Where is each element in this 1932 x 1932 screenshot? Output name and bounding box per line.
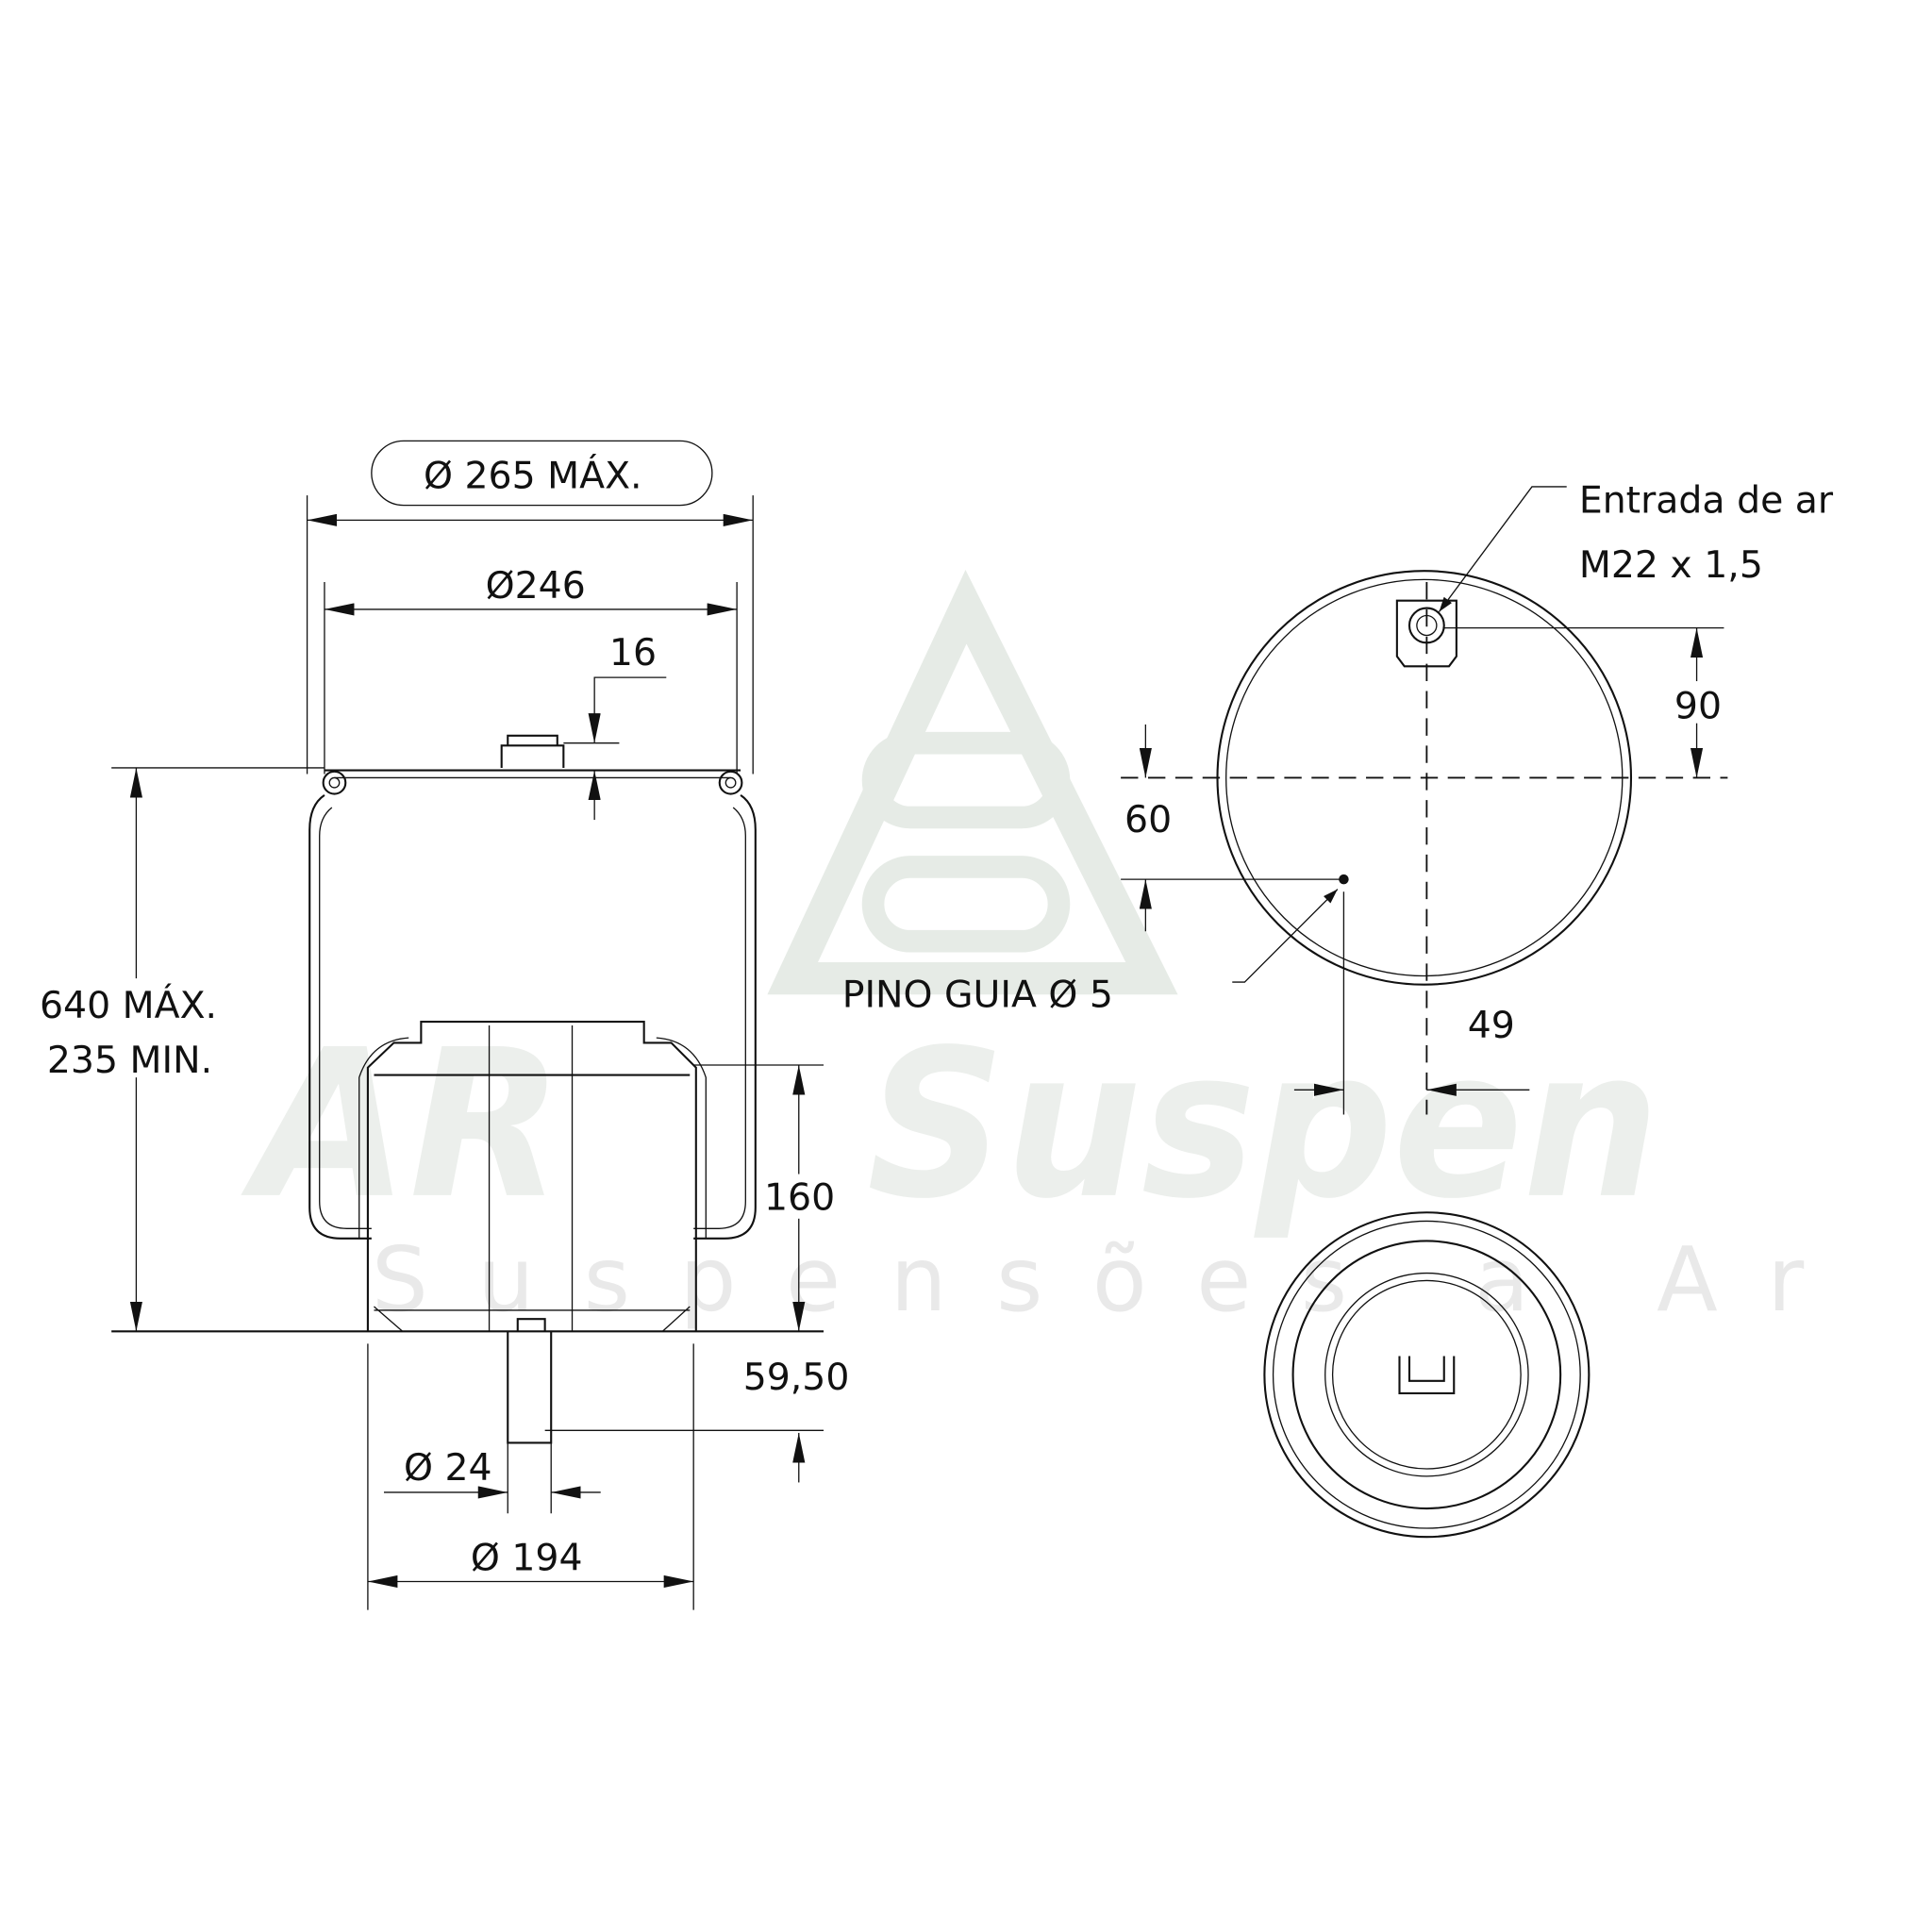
watermark-brand-part-2: Suspen <box>867 1007 1659 1244</box>
guide-pin-icon <box>1339 874 1349 885</box>
air-inlet-label: Entrada de ar <box>1579 479 1834 523</box>
stud-icon <box>1398 1356 1456 1394</box>
air-inlet-icon <box>1395 599 1457 668</box>
dim-16: 16 <box>609 631 657 675</box>
dim-piston-height: 160 <box>764 1176 835 1220</box>
dim-49: 49 <box>1468 1004 1515 1047</box>
bottom-view <box>1263 1211 1591 1539</box>
watermark-brand-part-1: AR <box>240 1007 563 1244</box>
top-view: Entrada de ar M22 x 1,5 90 60 PINO GUIA … <box>842 479 1834 1115</box>
air-inlet-thread: M22 x 1,5 <box>1579 543 1763 587</box>
watermark-logo: AR Suspen Suspensões a Ar <box>240 570 1854 1332</box>
dim-stud-length: 59,50 <box>743 1356 850 1399</box>
dim-max-diameter: Ø 265 MÁX. <box>424 453 642 497</box>
logo-triangle-icon <box>767 570 1178 995</box>
max-diameter-box <box>371 440 713 507</box>
dim-90: 90 <box>1674 684 1722 727</box>
dim-plate-diameter: Ø246 <box>486 564 586 608</box>
side-view: Ø 265 MÁX. Ø246 16 640 MÁX. 235 MIN. 160… <box>34 440 850 1610</box>
dim-stud-diameter: Ø 24 <box>404 1446 492 1490</box>
dim-60: 60 <box>1124 798 1172 841</box>
dim-height-max: 640 MÁX. <box>40 983 217 1027</box>
dim-height-min: 235 MIN. <box>47 1039 212 1082</box>
watermark-tagline: Suspensões a Ar <box>372 1228 1854 1332</box>
dim-piston-diameter: Ø 194 <box>471 1537 583 1580</box>
guide-pin-label: PINO GUIA Ø 5 <box>842 973 1113 1016</box>
